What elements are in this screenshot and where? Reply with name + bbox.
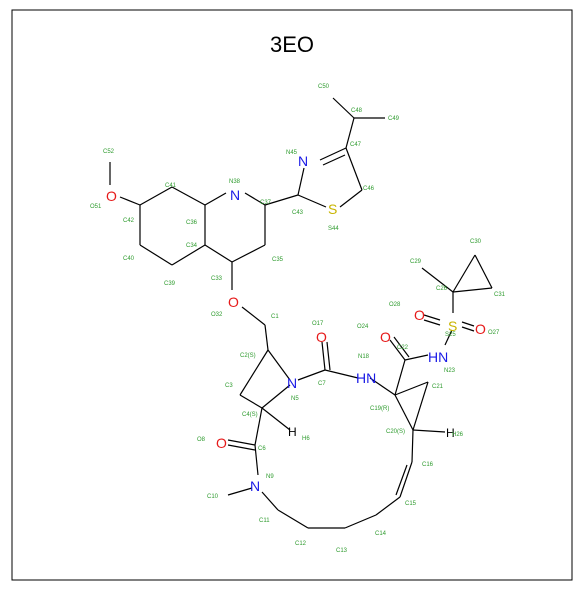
label-c29: C29 xyxy=(410,259,422,265)
label-o17: O17 xyxy=(312,321,324,327)
label-o8: O8 xyxy=(197,437,206,443)
label-c19r: C19(R) xyxy=(370,406,389,412)
atom-o24: O xyxy=(380,329,391,345)
label-c6: C6 xyxy=(258,446,266,452)
label-c30: C30 xyxy=(470,239,482,245)
label-c2s: C2(S) xyxy=(240,353,256,359)
label-o24: O24 xyxy=(357,324,369,330)
label-c16: C16 xyxy=(422,462,434,468)
atom-o32: O xyxy=(228,294,239,310)
label-c50: C50 xyxy=(318,84,330,90)
label-c52: C52 xyxy=(103,149,115,155)
atom-o17: O xyxy=(316,329,327,345)
label-c36: C36 xyxy=(186,220,198,226)
label-c49: C49 xyxy=(388,116,400,122)
atom-o28: O xyxy=(414,307,425,323)
label-c1: C1 xyxy=(271,314,279,320)
atom-h6: H xyxy=(288,425,297,439)
label-c21: C21 xyxy=(432,384,444,390)
atom-n45: N xyxy=(298,153,308,169)
label-n23: N23 xyxy=(444,368,456,374)
label-h26: H26 xyxy=(452,432,464,438)
label-c15: C15 xyxy=(405,501,417,507)
atom-n38: N xyxy=(230,187,240,203)
label-s25: S25 xyxy=(445,332,456,338)
atom-h26: H xyxy=(446,426,455,440)
label-c46: C46 xyxy=(363,186,375,192)
label-o27: O27 xyxy=(488,330,500,336)
label-c12: C12 xyxy=(295,541,307,547)
label-n9: N9 xyxy=(266,474,274,480)
label-c11: C11 xyxy=(259,518,270,524)
label-c42: C42 xyxy=(123,218,135,224)
label-n5: N5 xyxy=(291,396,299,402)
label-c10: C10 xyxy=(207,494,219,500)
label-c13: C13 xyxy=(336,548,348,554)
label-o51: O51 xyxy=(90,204,102,210)
atom-o27: O xyxy=(475,321,486,337)
label-s44: S44 xyxy=(328,226,339,232)
label-c47: C47 xyxy=(350,142,362,148)
label-n45: N45 xyxy=(286,150,298,156)
label-c7: C7 xyxy=(318,381,326,387)
bond-layer xyxy=(109,97,493,529)
atom-layer: N S N O O O N HN O HN S O O O N H H xyxy=(106,153,486,494)
label-c35: C35 xyxy=(272,257,284,263)
index-label-layer: C50 C48 C49 C47 N45 C46 S44 C43 C52 O51 … xyxy=(90,84,506,554)
atom-n18: HN xyxy=(356,370,376,386)
structure-title: 3EO xyxy=(270,32,314,57)
atom-s44: S xyxy=(328,201,337,217)
atom-n23: HN xyxy=(428,349,448,365)
label-c3: C3 xyxy=(225,383,233,389)
label-c20s: C20(S) xyxy=(386,429,405,435)
label-c31: C31 xyxy=(494,292,506,298)
label-c37: C37 xyxy=(260,200,272,206)
label-n18: N18 xyxy=(358,354,370,360)
label-c33: C33 xyxy=(211,276,223,282)
label-c43: C43 xyxy=(292,210,304,216)
label-c4s: C4(S) xyxy=(242,412,258,418)
label-o28: O28 xyxy=(389,302,401,308)
label-c22: C22 xyxy=(397,345,409,351)
label-n38: N38 xyxy=(229,179,241,185)
label-c14: C14 xyxy=(375,531,387,537)
label-c39: C39 xyxy=(164,281,176,287)
atom-o51: O xyxy=(106,188,117,204)
label-c26: C26 xyxy=(436,286,448,292)
label-c40: C40 xyxy=(123,256,135,262)
atom-n5: N xyxy=(287,375,297,391)
atom-o8: O xyxy=(216,435,227,451)
atom-s25: S xyxy=(448,318,457,334)
label-o32: O32 xyxy=(211,312,223,318)
label-h6: H6 xyxy=(302,436,310,442)
label-c34: C34 xyxy=(186,243,198,249)
label-c41: C41 xyxy=(165,183,177,189)
label-c48: C48 xyxy=(351,108,363,114)
panel-border xyxy=(11,9,573,581)
atom-n9: N xyxy=(250,478,260,494)
